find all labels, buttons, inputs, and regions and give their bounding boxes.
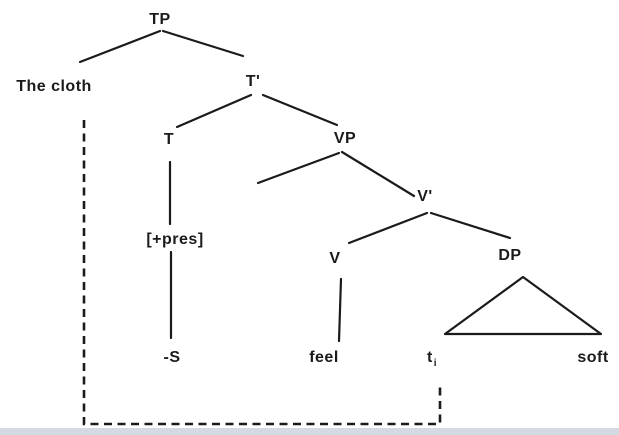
edge-tp-tbar <box>161 29 245 58</box>
node-subject: The cloth <box>16 78 92 95</box>
edge-tp-subject <box>78 29 162 64</box>
trace-subscript: i <box>434 358 437 369</box>
trace-base: t <box>427 349 433 366</box>
node-dp: DP <box>498 247 521 264</box>
node-t-bar: T' <box>246 73 261 90</box>
node-vp: VP <box>334 130 356 147</box>
node-adjective: soft <box>577 349 609 366</box>
node-v-bar: V' <box>417 188 432 205</box>
edge-v-verb <box>337 277 343 343</box>
node-tp: TP <box>149 11 170 28</box>
bottom-scan-strip <box>0 428 619 435</box>
edge-tbar-t <box>175 93 253 129</box>
node-verb: feel <box>309 349 339 366</box>
node-tense-feature: [+pres] <box>146 231 203 248</box>
node-t: T <box>164 131 174 148</box>
dp-triangle <box>443 275 603 336</box>
edge-vbar-v <box>347 211 429 245</box>
edge-tbar-vp <box>261 93 339 127</box>
edge-vp-vbar <box>340 150 416 198</box>
node-v: V <box>329 250 340 267</box>
edge-vp-spec <box>256 151 341 185</box>
node-affix: -S <box>164 349 181 366</box>
edge-vbar-dp <box>429 211 512 240</box>
node-trace: ti <box>427 349 437 369</box>
movement-dashed-line <box>82 120 442 426</box>
